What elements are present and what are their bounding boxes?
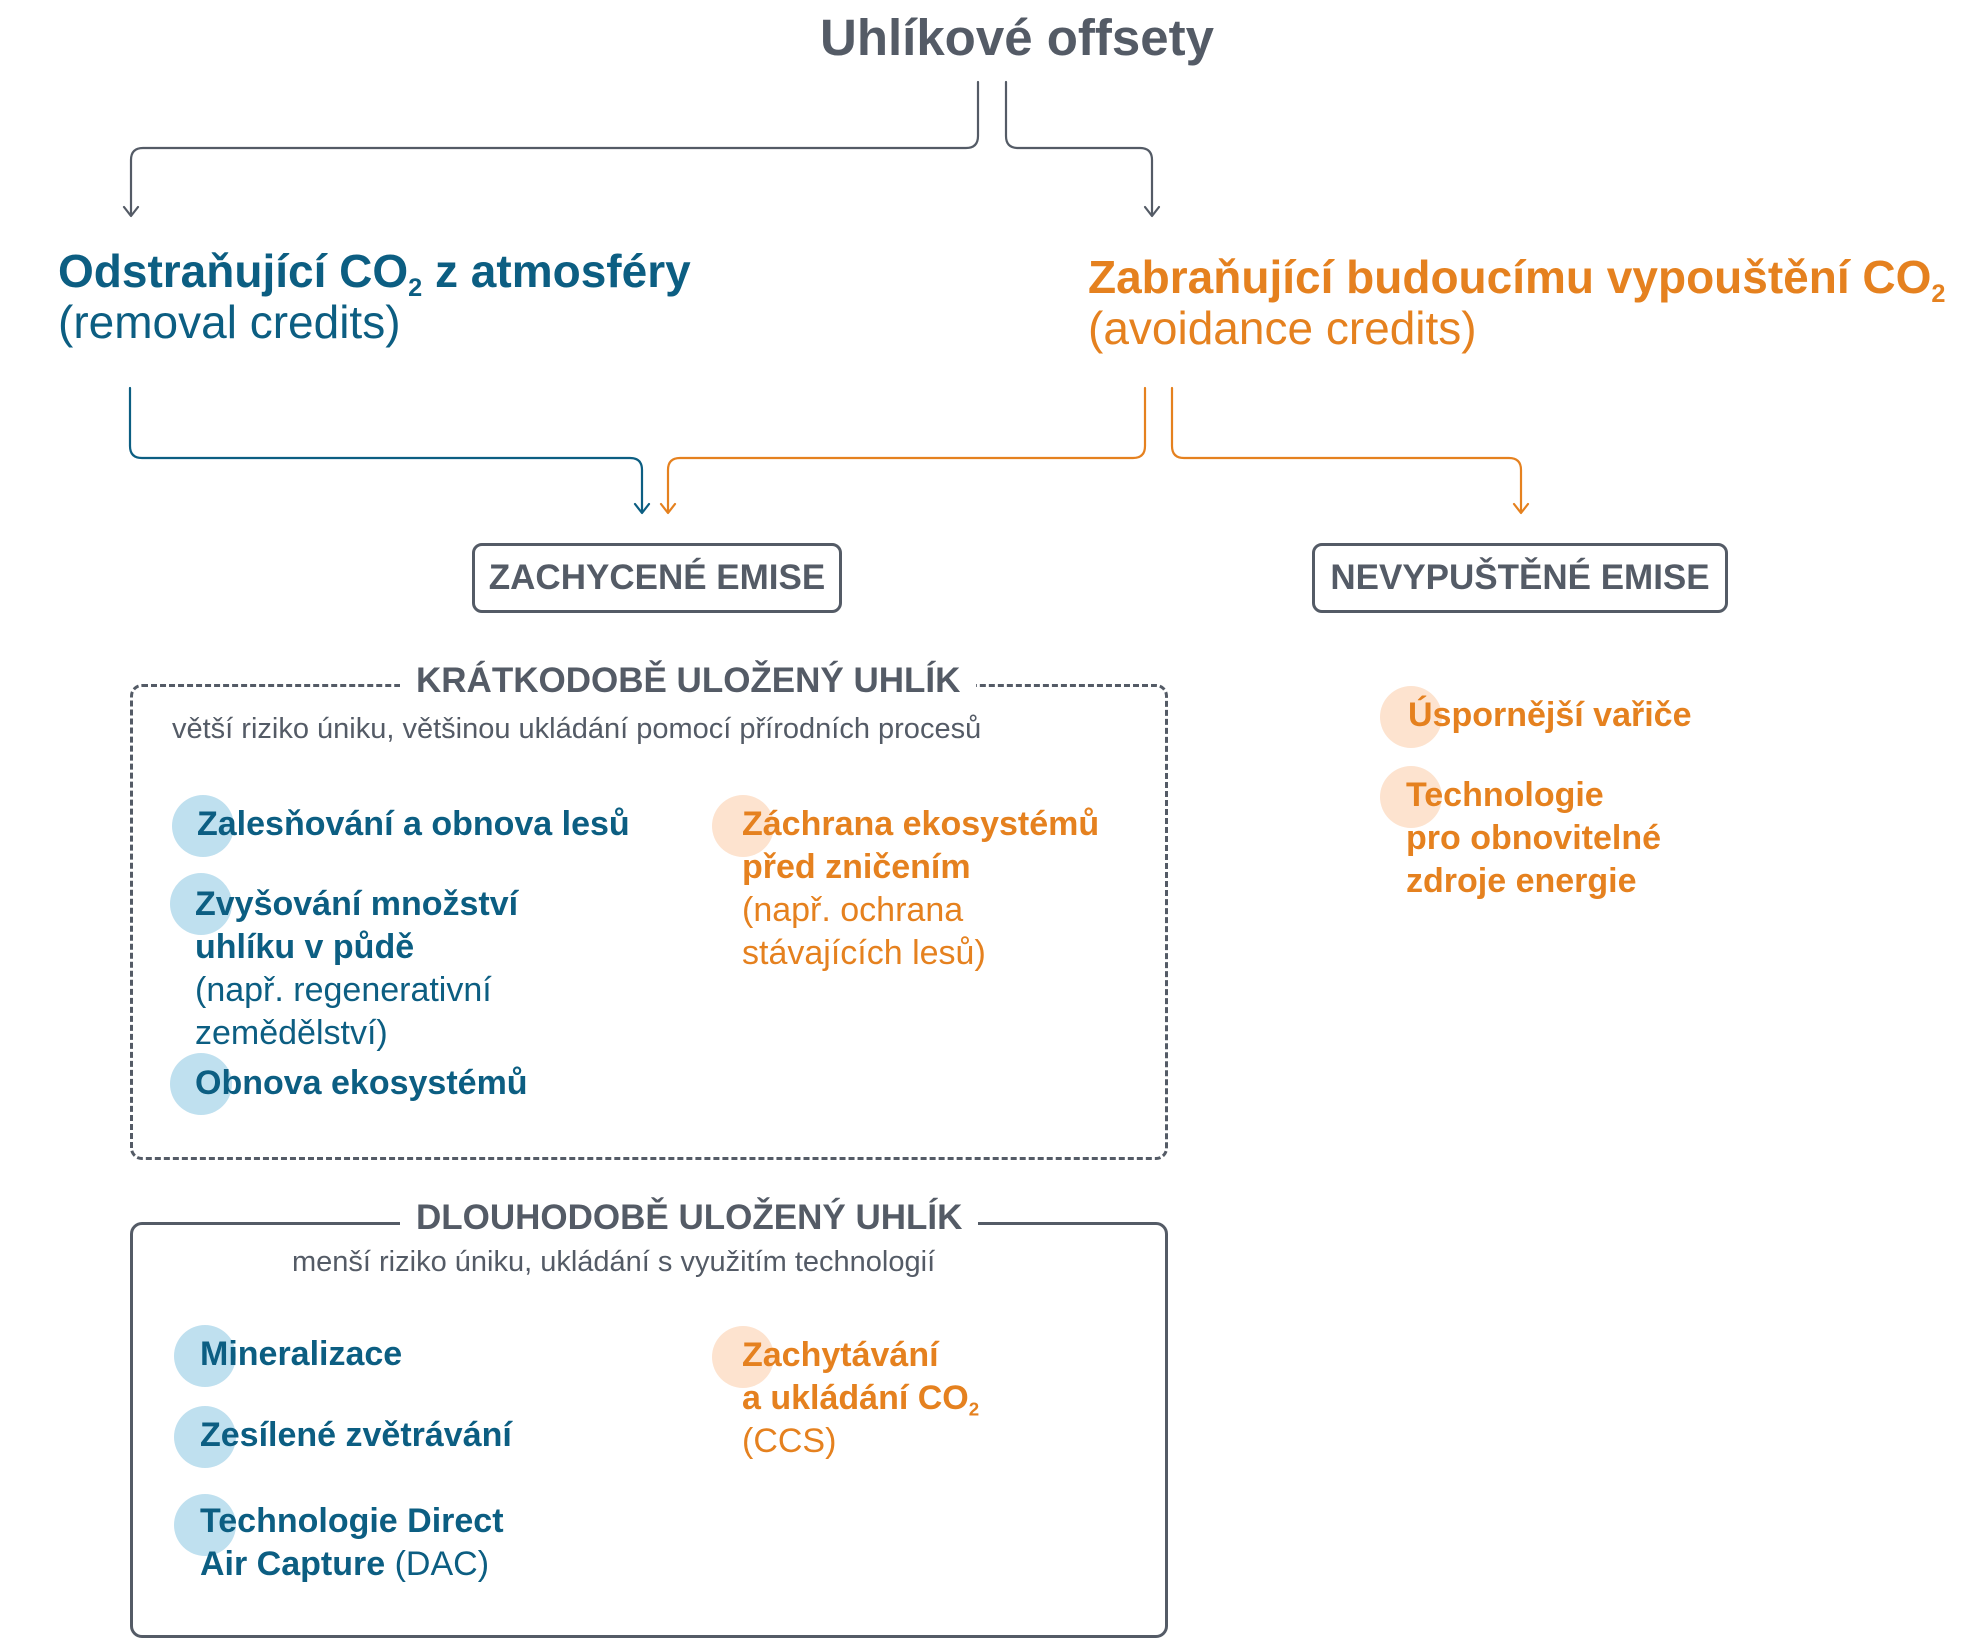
bullet-dot <box>170 873 232 935</box>
list-item-ecosystem-restoration: Obnova ekosystémů <box>170 1053 528 1115</box>
avoided-emissions-box: NEVYPUŠTĚNÉ EMISE <box>1312 543 1728 613</box>
bullet-dot <box>174 1494 236 1556</box>
list-item-ccs: Zachytávání a ukládání CO2 (CCS) <box>712 1326 979 1460</box>
arrow-avoidance-to-avoided <box>1170 386 1523 514</box>
bullet-dot <box>1380 686 1442 748</box>
arrow-avoidance-to-captured <box>666 386 1147 514</box>
bullet-dot <box>172 795 234 857</box>
bullet-dot <box>1380 766 1442 828</box>
removal-heading: Odstraňující CO2 z atmosféry <box>58 245 691 302</box>
list-item-enhanced-weathering: Zesílené zvětrávání <box>174 1406 512 1468</box>
list-item-ecosystem-protection: Záchrana ekosystémů před zničením (např.… <box>712 795 1099 972</box>
long-term-subtitle: menší riziko úniku, ukládání s využitím … <box>292 1246 936 1278</box>
avoidance-subtitle: (avoidance credits) <box>1088 301 1477 354</box>
bullet-dot <box>712 795 774 857</box>
arrow-title-to-avoidance <box>1004 80 1154 217</box>
removal-heading-block: Odstraňující CO2 z atmosféry (removal cr… <box>58 246 691 347</box>
list-item-mineralization: Mineralizace <box>174 1325 402 1387</box>
short-term-subtitle: větší riziko úniku, většinou ukládání po… <box>172 713 982 745</box>
list-item-afforestation: Zalesňování a obnova lesů <box>172 795 630 857</box>
short-term-title: KRÁTKODOBĚ ULOŽENÝ UHLÍK <box>400 661 977 701</box>
avoidance-heading: Zabraňující budoucímu vypouštění CO2 <box>1088 251 1946 308</box>
captured-emissions-box: ZACHYCENÉ EMISE <box>472 543 842 613</box>
bullet-dot <box>174 1406 236 1468</box>
long-term-title: DLOUHODOBĚ ULOŽENÝ UHLÍK <box>400 1198 979 1238</box>
list-item-efficient-stoves: Úspornější vařiče <box>1380 686 1691 748</box>
list-item-soil-carbon: Zvyšování množství uhlíku v půdě (např. … <box>170 873 518 1052</box>
bullet-dot <box>712 1326 774 1388</box>
bullet-dot <box>174 1325 236 1387</box>
list-item-renewable-energy: Technologie pro obnovitelné zdroje energ… <box>1380 766 1661 900</box>
arrow-removal-to-captured <box>128 386 644 514</box>
removal-subtitle: (removal credits) <box>58 295 401 348</box>
list-item-direct-air-capture: Technologie Direct Air Capture (DAC) <box>174 1494 504 1583</box>
diagram-title: Uhlíkové offsety <box>820 9 1214 66</box>
bullet-dot <box>170 1053 232 1115</box>
avoidance-heading-block: Zabraňující budoucímu vypouštění CO2 (av… <box>1088 252 1946 353</box>
arrow-title-to-removal <box>129 80 980 217</box>
